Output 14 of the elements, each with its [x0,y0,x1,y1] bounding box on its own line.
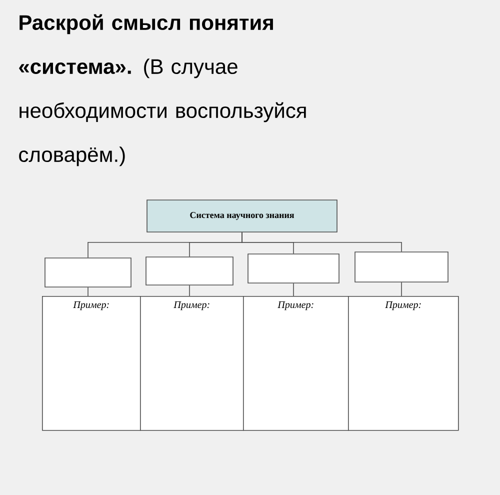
answer-box [248,254,340,284]
answer-box [354,252,448,282]
connector-line [189,285,190,296]
connector-line [293,283,294,296]
answer-box [44,258,132,288]
table-column: Пример: [243,296,349,431]
connector-line [401,282,402,296]
table-column: Пример: [140,296,244,431]
answer-box [146,256,234,286]
heading-box: Система научного знания [146,200,338,232]
table-column: Пример: [42,296,141,431]
connector-line [242,232,402,252]
task-text: Раскрой смысл понятия «система». (В случае необходимости воспользуйся словарём.) [19,14,306,166]
table-column: Пример: [348,296,459,431]
